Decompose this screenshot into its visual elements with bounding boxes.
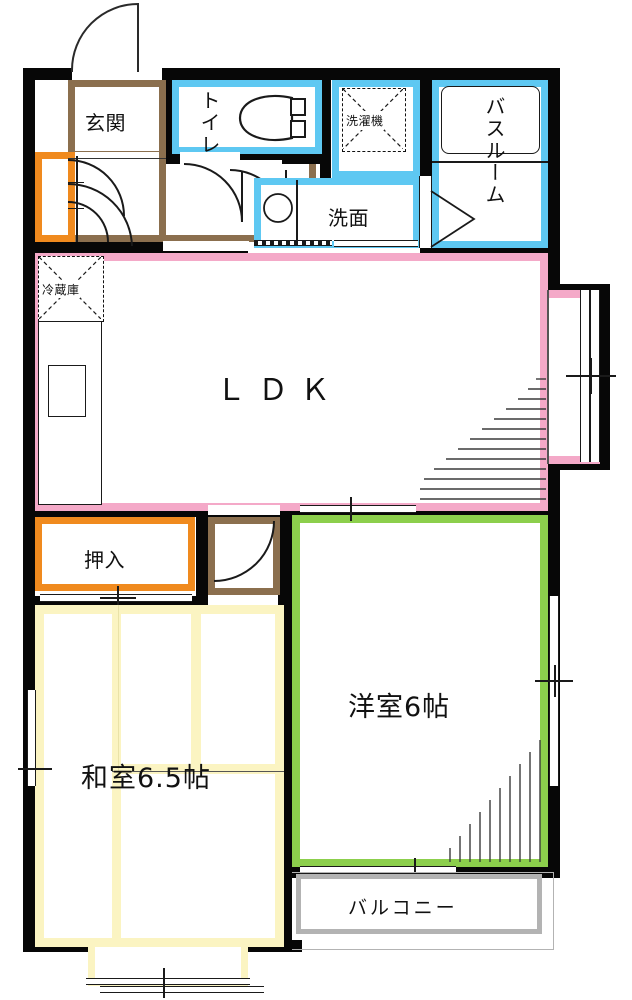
exterior-wall-left-upper [23, 68, 35, 253]
toilet-door-opening[interactable] [180, 152, 240, 164]
yoshitsu-balcony-door[interactable] [300, 866, 456, 874]
toilet-bowl-icon [236, 92, 308, 144]
room-label-balcony: バルコニー [348, 897, 458, 919]
wall-niche [36, 82, 58, 142]
bathroom-door-swing [430, 190, 478, 250]
senmen-basin-divider [296, 180, 298, 246]
tatami-seam-h [112, 771, 284, 773]
senmen-sliding-door[interactable] [334, 240, 418, 247]
yoshitsu-door-mark [350, 497, 352, 521]
door-frame-h1 [68, 182, 84, 184]
vestibule-door-opening-top [208, 505, 280, 515]
bay-window-ldk-inner-line [547, 290, 549, 464]
exterior-wall-left-ldk [23, 253, 35, 515]
vestibule-door-swing [212, 520, 276, 591]
bathroom-door-jamb [419, 176, 432, 248]
room-label-ldk: ＬＤＫ [216, 373, 342, 408]
tatami-seam-v [118, 605, 120, 773]
exterior-wall-right-mid [548, 459, 560, 519]
yoshitsu-balcony-door-mark [414, 858, 416, 884]
washitsu-window-handle [18, 768, 52, 770]
veranda-sliding-door-2[interactable] [100, 986, 264, 993]
room-label-oshiire: 押入 [84, 548, 125, 572]
refrigerator-appliance: 冷蔵庫 [38, 256, 104, 322]
wall-vestibule-left [196, 515, 208, 607]
oshiire-slide-mark-h [100, 597, 136, 599]
washer-label: 洗濯機 [346, 111, 384, 130]
stove-icon [48, 365, 86, 417]
bathtub-edge-line [432, 161, 548, 163]
senmen-threshold [254, 240, 332, 246]
door-leaf-3 [76, 208, 78, 242]
balcony-outer-edge [292, 872, 554, 950]
shoe-cabinet[interactable] [35, 152, 75, 242]
vestibule-door-area[interactable] [208, 517, 280, 595]
room-label-bathroom: バスルーム [482, 96, 506, 206]
refrigerator-label: 冷蔵庫 [42, 281, 80, 298]
room-toilet[interactable] [172, 80, 322, 154]
veranda-slide-mark [163, 968, 165, 998]
washitsu-window-left[interactable] [27, 690, 36, 786]
wall-toilet-right [320, 80, 331, 246]
hall-door-swing-lower [67, 182, 148, 248]
tatami-mat-2 [112, 605, 200, 773]
door-leaf-1 [76, 156, 78, 182]
room-yoshitsu[interactable] [292, 515, 548, 867]
toilet-door-swing [182, 163, 248, 226]
room-label-toilet: トイレ [197, 90, 221, 156]
tatami-mat-3 [192, 605, 284, 773]
wall-washroom-right [420, 80, 432, 180]
room-label-genkan: 玄関 [85, 111, 126, 135]
genkan-door-swing-upper [67, 158, 138, 218]
hall-corridor [68, 152, 166, 242]
room-label-senmen: 洗面 [328, 206, 369, 230]
door-frame-h2 [68, 208, 84, 210]
genkan-step-line [68, 158, 166, 160]
yoshitsu-door-top[interactable] [300, 505, 416, 513]
curtain-yoshitsu [440, 740, 550, 862]
senmen-door-opening[interactable] [226, 160, 282, 171]
wall-vestibule-right [278, 515, 292, 607]
wall-service-bottom-left [23, 241, 163, 253]
wall-toilet-left [166, 80, 176, 194]
bathtub-icon [441, 86, 540, 154]
entrance-door-opening [72, 68, 162, 80]
room-oshiire[interactable] [35, 517, 195, 591]
hall-door-swing-small [67, 200, 120, 244]
entrance-door-swing [66, 2, 170, 72]
room-label-washitsu: 和室6.5帖 [81, 763, 211, 794]
bay-wall-right-ldk [599, 284, 610, 470]
sink-basin-icon [262, 192, 294, 224]
exterior-wall-right-upper [548, 68, 560, 290]
bay-window-ldk-handle-v [590, 358, 592, 394]
bay-notch-top [548, 284, 610, 295]
room-label-yoshitsu: 洋室6帖 [348, 692, 451, 723]
yoshitsu-window-handle-v [554, 665, 556, 697]
veranda-sliding-door-1[interactable] [86, 978, 250, 985]
ldk-opening-top-left [163, 241, 249, 251]
room-balcony[interactable] [296, 874, 542, 934]
washer-appliance: 洗濯機 [342, 88, 406, 152]
bay-notch-bottom [548, 459, 610, 470]
door-leaf-2 [76, 182, 78, 208]
curtain-ldk [420, 375, 546, 503]
